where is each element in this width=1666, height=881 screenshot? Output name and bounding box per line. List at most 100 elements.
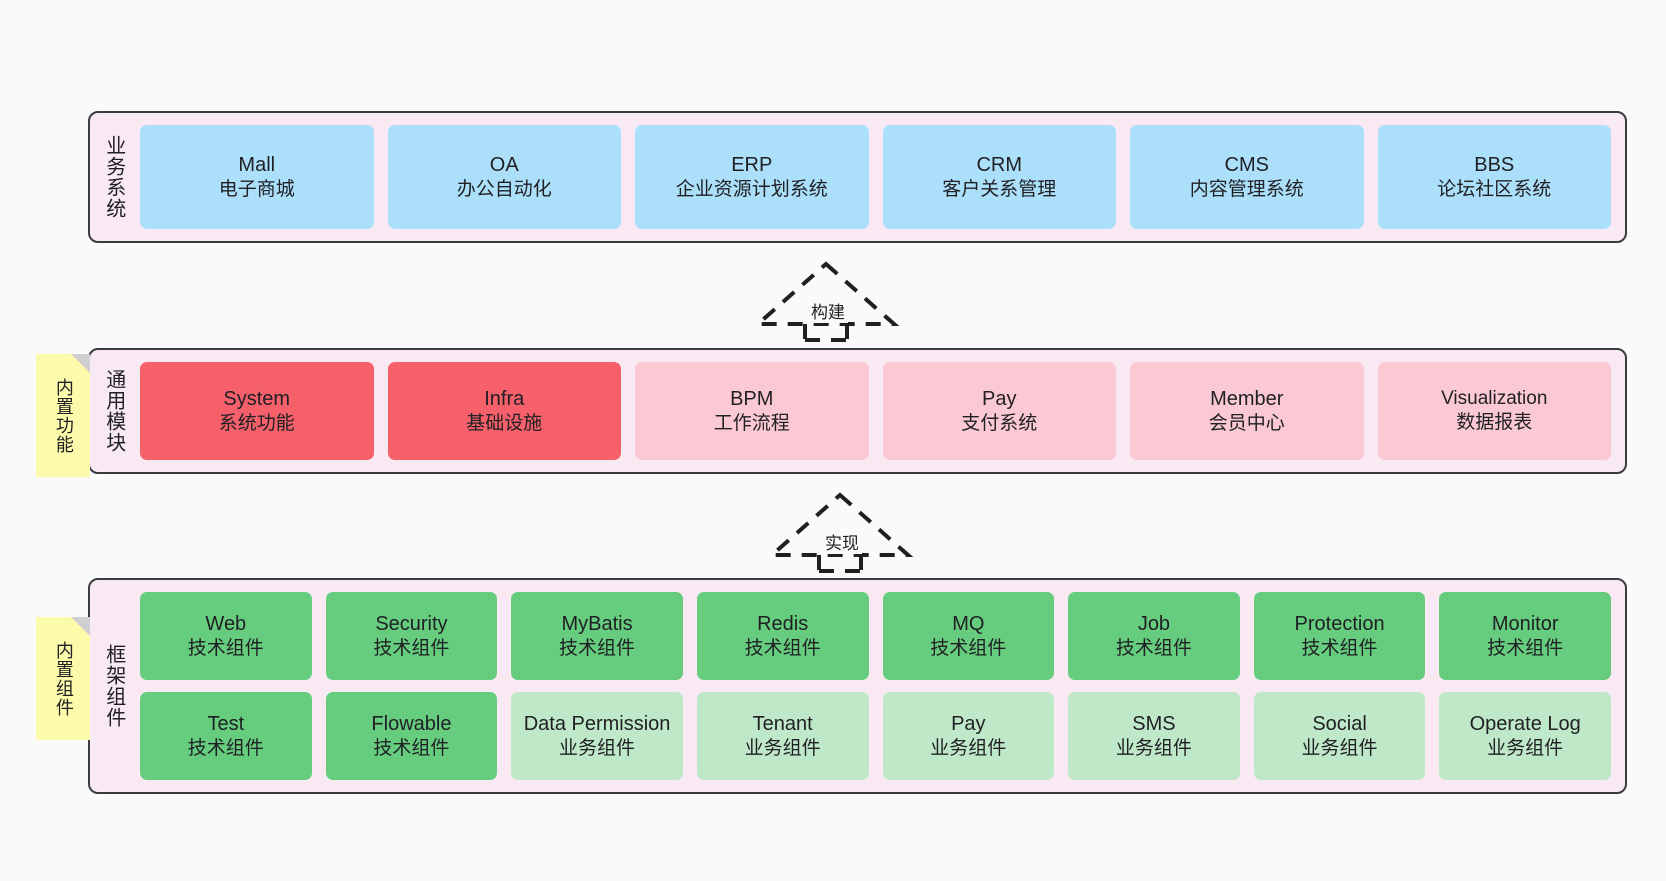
node-infra[interactable]: Infra 基础设施	[387, 362, 621, 460]
node-title: BBS	[1474, 153, 1515, 176]
node-job[interactable]: Job 技术组件	[1068, 592, 1240, 680]
node-visualization[interactable]: Visualization 数据报表	[1377, 362, 1611, 460]
node-subtitle: 技术组件	[1115, 637, 1192, 659]
node-subtitle: 客户关系管理	[942, 178, 1057, 200]
node-cms[interactable]: CMS 内容管理系统	[1130, 125, 1364, 229]
node-test[interactable]: Test 技术组件	[140, 692, 312, 780]
node-subtitle: 技术组件	[1301, 637, 1378, 659]
node-security[interactable]: Security 技术组件	[325, 592, 498, 680]
node-pay-business[interactable]: Pay 业务组件	[882, 692, 1055, 780]
node-title: Visualization	[1441, 388, 1548, 410]
node-mybatis[interactable]: MyBatis 技术组件	[511, 592, 683, 680]
node-pay[interactable]: Pay 支付系统	[882, 362, 1116, 460]
node-redis[interactable]: Redis 技术组件	[696, 592, 869, 680]
node-title: Social	[1312, 712, 1367, 735]
node-title: OA	[489, 153, 519, 176]
node-title: System	[223, 387, 291, 410]
note-label: 内置功能	[53, 377, 74, 454]
node-title: Data Permission	[523, 712, 671, 735]
node-crm[interactable]: CRM 客户关系管理	[882, 125, 1116, 229]
node-operate-log[interactable]: Operate Log 业务组件	[1439, 692, 1611, 780]
node-subtitle: 工作流程	[713, 412, 790, 434]
node-title: Test	[207, 712, 245, 735]
layer-framework-component: 框架组件 Web 技术组件 Security 技术组件 MyBatis 技术组件…	[88, 578, 1627, 794]
node-protection[interactable]: Protection 技术组件	[1253, 592, 1426, 680]
node-erp[interactable]: ERP 企业资源计划系统	[635, 125, 869, 229]
node-social[interactable]: Social 业务组件	[1253, 692, 1426, 780]
node-subtitle: 支付系统	[961, 412, 1038, 434]
node-system[interactable]: System 系统功能	[140, 362, 374, 460]
layer-common-module: 通用模块 System 系统功能 Infra 基础设施 BPM 工作流程 Pay…	[88, 348, 1627, 474]
connector-build: 构建	[752, 261, 906, 342]
node-title: Pay	[951, 712, 986, 735]
node-subtitle: 办公自动化	[456, 178, 552, 200]
node-monitor[interactable]: Monitor 技术组件	[1439, 592, 1611, 680]
layer-business-system: 业务系统 Mall 电子商城 OA 办公自动化 ERP 企业资源计划系统 CRM…	[88, 111, 1627, 243]
node-subtitle: 技术组件	[373, 637, 450, 659]
node-title: Security	[375, 612, 448, 635]
node-title: CMS	[1224, 153, 1269, 176]
node-title: Member	[1210, 387, 1284, 410]
node-sms[interactable]: SMS 业务组件	[1068, 692, 1240, 780]
node-row: Test 技术组件 Flowable 技术组件 Data Permission …	[140, 692, 1611, 780]
node-subtitle: 技术组件	[187, 637, 264, 659]
node-subtitle: 业务组件	[930, 737, 1007, 759]
node-subtitle: 技术组件	[559, 637, 636, 659]
node-mq[interactable]: MQ 技术组件	[882, 592, 1055, 680]
node-data-permission[interactable]: Data Permission 业务组件	[511, 692, 683, 780]
node-title: Job	[1137, 612, 1171, 635]
node-title: ERP	[731, 153, 773, 176]
node-subtitle: 电子商城	[218, 178, 295, 200]
node-title: Redis	[757, 612, 809, 635]
note-label: 内置组件	[53, 640, 74, 717]
node-subtitle: 业务组件	[1487, 737, 1564, 759]
node-tenant[interactable]: Tenant 业务组件	[696, 692, 869, 780]
note-builtin-features: 内置功能	[36, 354, 90, 477]
node-subtitle: 技术组件	[1487, 637, 1564, 659]
node-bpm[interactable]: BPM 工作流程	[635, 362, 869, 460]
arrow-stem-icon	[817, 555, 863, 573]
connector-build-label: 构建	[808, 298, 848, 323]
arrow-stem-icon	[803, 324, 849, 342]
node-title: Flowable	[371, 712, 452, 735]
connector-implement: 实现	[766, 492, 920, 573]
node-member[interactable]: Member 会员中心	[1130, 362, 1364, 460]
node-title: MyBatis	[561, 612, 633, 635]
node-subtitle: 业务组件	[1301, 737, 1378, 759]
note-builtin-components: 内置组件	[36, 617, 90, 740]
node-title: Infra	[484, 387, 525, 410]
node-bbs[interactable]: BBS 论坛社区系统	[1377, 125, 1611, 229]
node-title: Operate Log	[1469, 712, 1581, 735]
node-web[interactable]: Web 技术组件	[140, 592, 312, 680]
node-title: Tenant	[752, 712, 813, 735]
node-subtitle: 业务组件	[1115, 737, 1192, 759]
node-subtitle: 技术组件	[744, 637, 821, 659]
node-subtitle: 技术组件	[930, 637, 1007, 659]
node-mall[interactable]: Mall 电子商城	[140, 125, 374, 229]
node-oa[interactable]: OA 办公自动化	[387, 125, 621, 229]
node-row: Web 技术组件 Security 技术组件 MyBatis 技术组件 Redi…	[140, 592, 1611, 680]
node-subtitle: 数据报表	[1456, 412, 1533, 433]
node-title: Monitor	[1491, 612, 1559, 635]
node-subtitle: 系统功能	[218, 412, 295, 434]
node-flowable[interactable]: Flowable 技术组件	[325, 692, 498, 780]
node-title: BPM	[730, 387, 774, 410]
note-fold-icon	[71, 354, 90, 373]
layer-title-framework-component: 框架组件	[102, 644, 125, 728]
node-subtitle: 基础设施	[466, 412, 543, 434]
node-title: Pay	[982, 387, 1017, 410]
node-subtitle: 会员中心	[1208, 412, 1285, 434]
layer-title-business-system: 业务系统	[102, 135, 125, 219]
node-title: Web	[205, 612, 247, 635]
arrowhead-triangle-icon	[766, 492, 914, 557]
node-title: Protection	[1294, 612, 1385, 635]
node-subtitle: 论坛社区系统	[1437, 178, 1552, 200]
arrowhead-triangle-icon	[752, 261, 900, 326]
node-row: System 系统功能 Infra 基础设施 BPM 工作流程 Pay 支付系统…	[140, 362, 1611, 460]
node-subtitle: 业务组件	[559, 737, 636, 759]
node-subtitle: 技术组件	[187, 737, 264, 759]
layer-body-framework-component: Web 技术组件 Security 技术组件 MyBatis 技术组件 Redi…	[136, 580, 1625, 792]
node-title: SMS	[1132, 712, 1176, 735]
node-subtitle: 业务组件	[744, 737, 821, 759]
